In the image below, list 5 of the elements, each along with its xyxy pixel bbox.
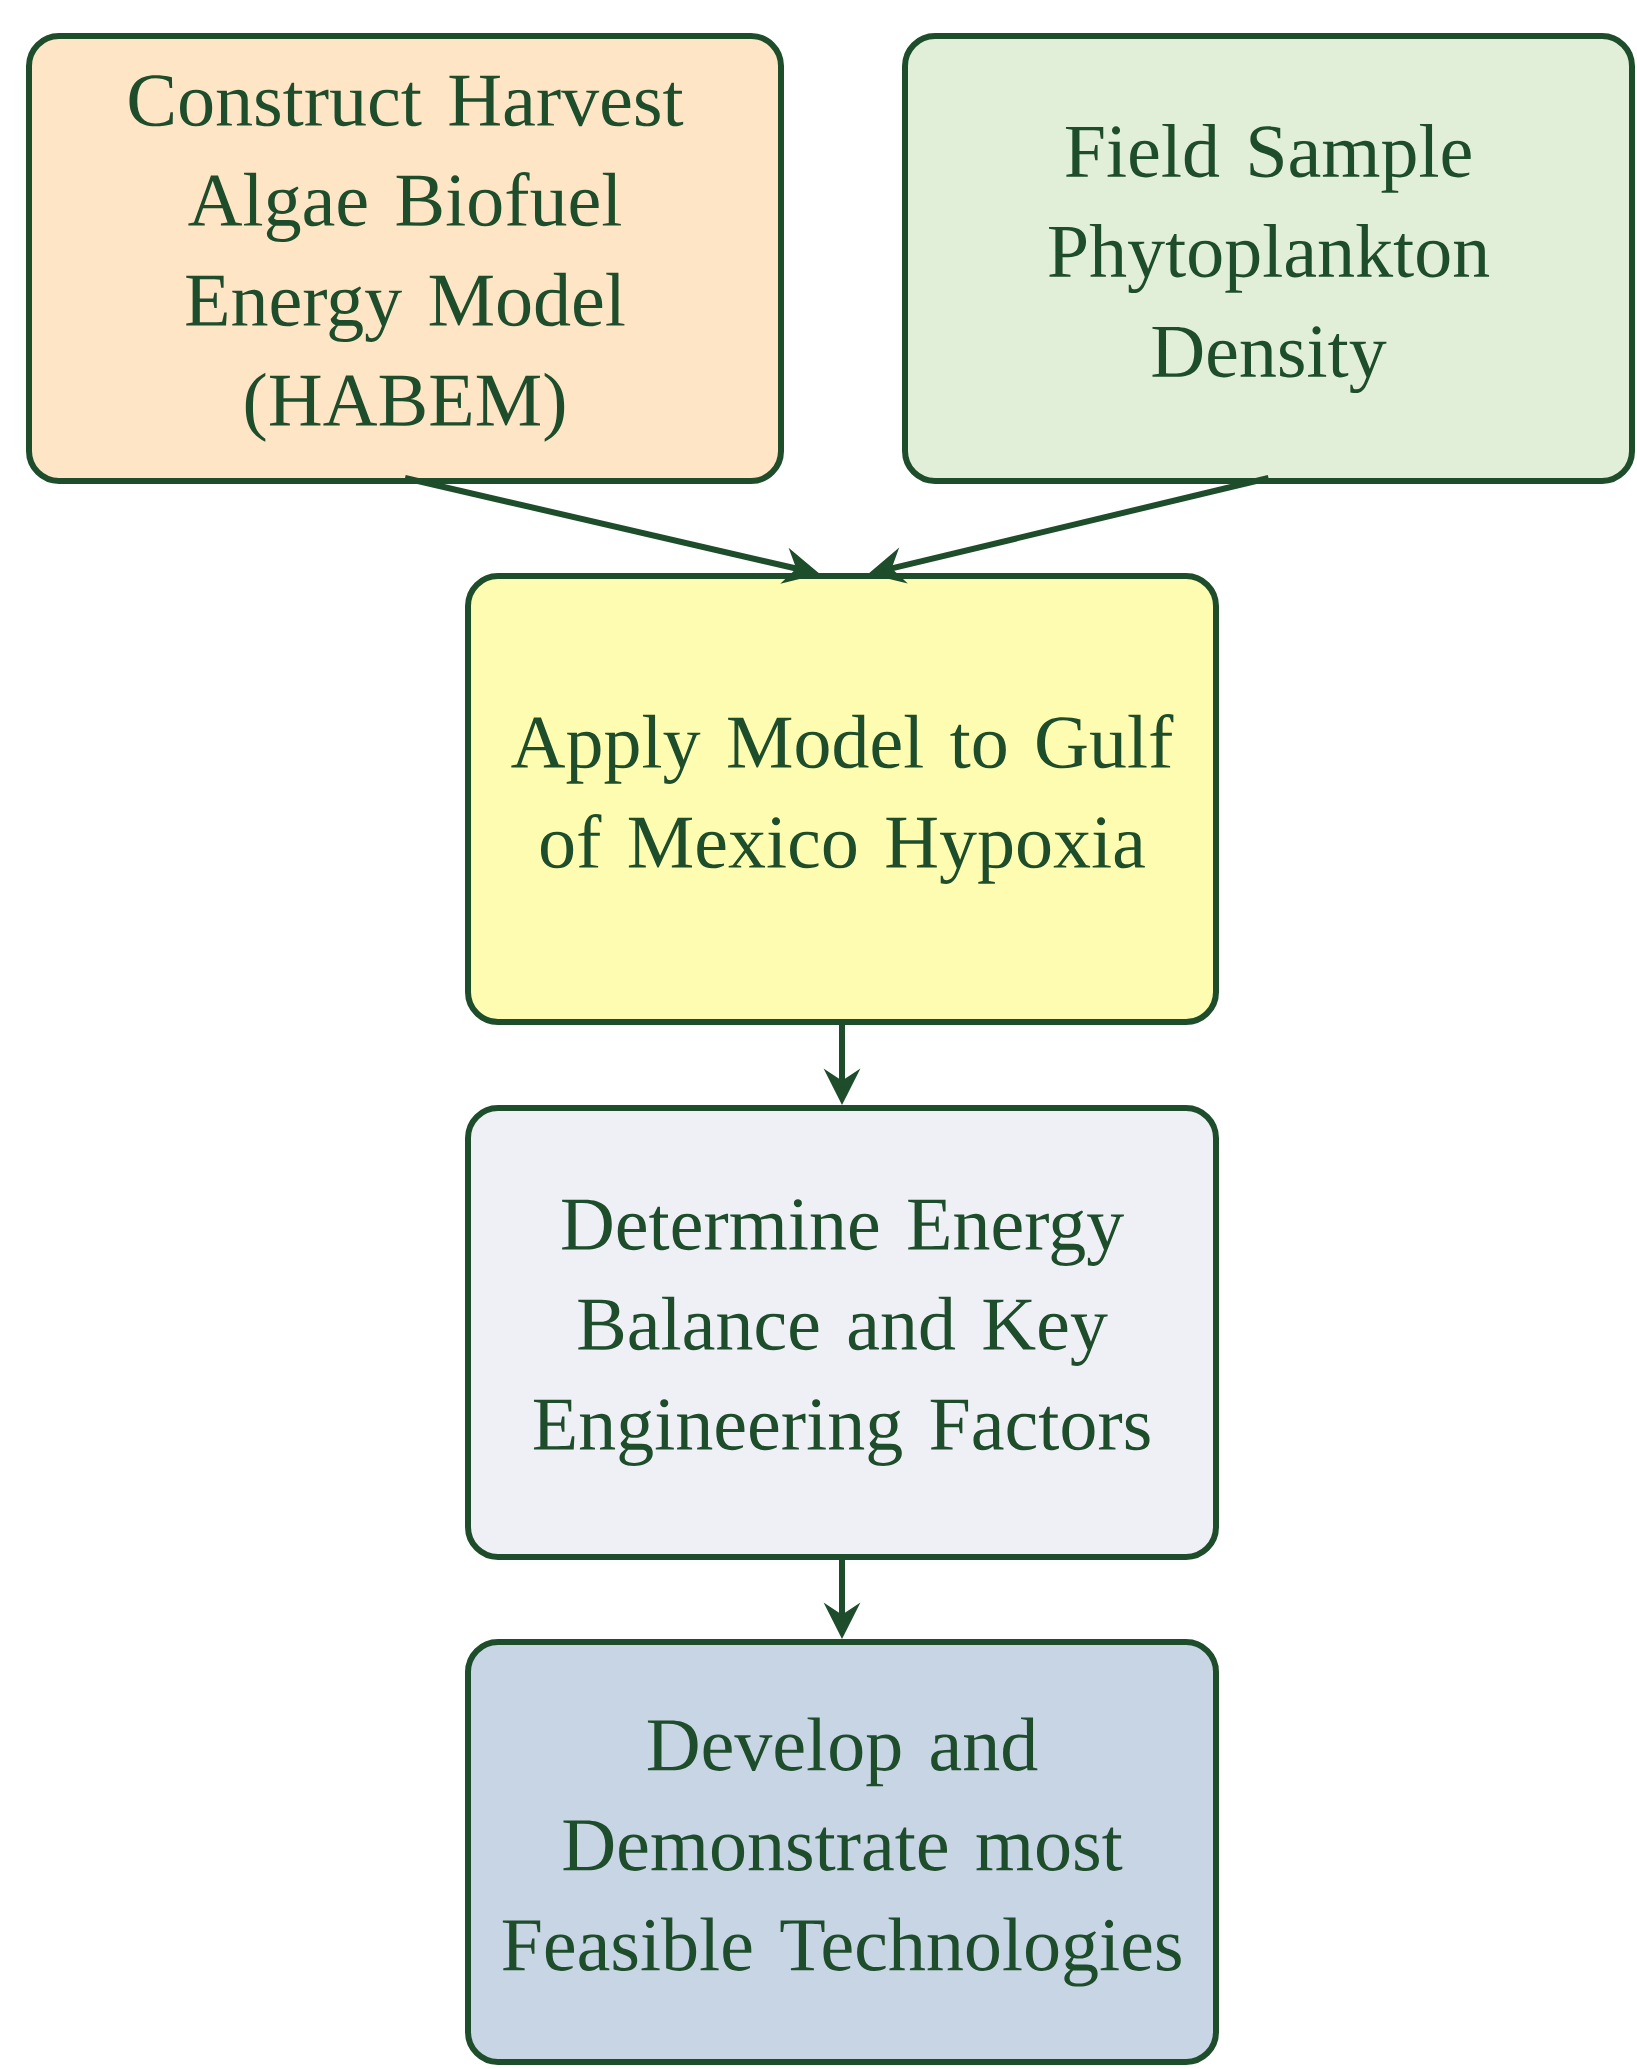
- process-box: Apply Model to Gulf of Mexico Hypoxia: [465, 573, 1219, 1025]
- process-box: Field Sample Phytoplankton Density: [902, 33, 1635, 484]
- process-box: Determine Energy Balance and Key Engineering Factors: [465, 1105, 1219, 1560]
- process-box: Construct Harvest Algae Biofuel Energy Model (HABEM): [26, 33, 784, 484]
- process-box: Develop and Demonstrate most Feasible Technologies: [465, 1639, 1219, 2065]
